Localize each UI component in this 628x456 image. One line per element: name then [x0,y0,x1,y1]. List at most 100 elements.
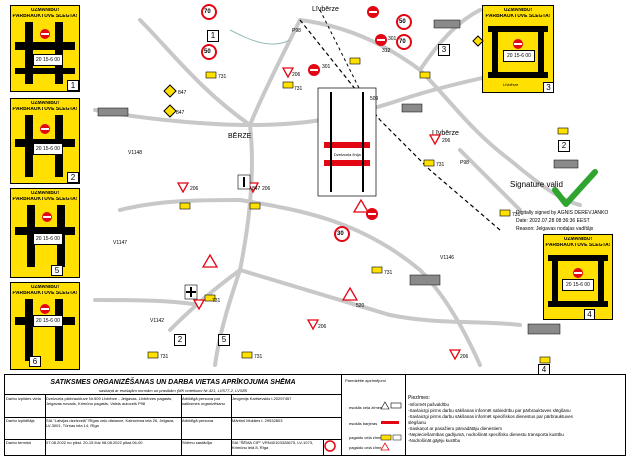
contact-value-3: SIA "ŠĒMA CIP" VRN40103326675, LV-1073, … [231,439,324,456]
detour-panel-4: UZMANĪBU! PĀRBRAUKTUVE SLĒGTA! 20 15-6 0… [543,234,613,320]
speed-value-70b: 70 [399,39,406,45]
map-callout-2b: 2 [558,140,570,152]
contact-value-1: Jevgenijs Kartševskis t.20297457 [231,395,342,418]
row-value-location: Dzelzceļa pārbrauktuve Nr.509 Līvbērze -… [45,395,182,418]
row-label-term: Darbu termiņš [5,439,46,456]
notes-title: Piezīmes: [408,395,430,401]
signature-signed-by: Digitally signed by AGNIS DEREVJANKO [516,210,609,216]
row-value-contractor: SIA "Latvijas dzelzceļš" Rīgas ceļu dist… [45,417,182,440]
panel-6-time-box: 20 15-6 00 [33,315,63,327]
legend-item-existing-barriers: esošās barjeras [349,421,378,426]
sign-code: 206 [442,138,451,144]
roads [93,8,582,367]
sign-code: 847 [252,186,261,192]
panel-number-5: 5 [51,265,63,276]
legend-item-temporary-signs: pagaidu ceļa zīmes [349,435,384,440]
panel-title-line1: UZMANĪBU! [30,101,60,106]
road-label: V1147 [113,240,128,246]
sign-code: 847 [178,90,187,96]
panel-title-line1: UZMANĪBU! [30,8,60,13]
panel-title-line2: PĀRBRAUKTUVE SLĒGTA! [12,197,78,202]
sign-code: 731 [160,354,169,360]
railway-line-2 [319,9,361,91]
sign-code: 731 [512,212,521,218]
sign-code: 206 [262,186,271,192]
contact-label-3: Shēmu sastādīja [181,439,232,456]
sign-code: 731 [212,298,221,304]
sign-code: 206 [292,72,301,78]
speed-value-30: 30 [337,231,344,237]
town-label-livberze-top: Līvbērze [312,6,339,13]
town-label-livberze-right: Līvbērze [432,130,459,137]
railway-line [299,19,501,231]
sign-code: 847 [176,110,185,116]
sign-code: 731 [436,162,445,168]
signature-reason: Reason: Jelgavas nodaļas vadītājs [516,226,594,232]
panel-title-line2: PĀRBRAUKTUVE SLĒGTA! [485,14,551,19]
panel-title-line1: UZMANĪBU! [503,8,533,13]
crossing-label: Dzelzceļa līnija [334,152,361,157]
map-callout-5: 5 [218,334,230,346]
panel-number-6: 6 [29,356,41,367]
legend-item-temporary-sign: pagaidu ceļa zīme [349,445,382,450]
panel-number-3: 3 [543,82,554,93]
map-callout-1: 1 [207,30,219,42]
sign-code: 206 [190,186,199,192]
note-line: -Nepieciešamības gadījumā, nodrošināt sp… [408,432,564,437]
row-label-contractor: Darbu izpildītājs [5,417,46,440]
panel-title-line1: UZMANĪBU! [563,237,593,242]
panel-3-time-box: 20 15-6 00 [503,50,535,62]
panel-title-line1: UZMANĪBU! [30,285,60,290]
detour-panel-1: UZMANĪBU! PĀRBRAUKTUVE SLĒGTA! 20 15-6 0… [10,5,80,92]
panel-title-line1: UZMANĪBU! [30,191,60,196]
panel-4-diagram [548,255,608,307]
contact-label-2: Atbildīgā persona [181,417,232,440]
panel-4-time-box: 20 15-6 00 [562,279,594,291]
note-line: -Savlaicīgi pirms darbu sākšanas informē… [408,414,573,419]
sign-code: 206 [460,354,469,360]
signature-date: Date: 2022.07.28 08:36:36 EEST [516,218,590,224]
panel-number-4: 4 [584,309,595,320]
panel-3-place: Līvbērze [503,82,519,87]
company-logo-icon [324,440,336,452]
note-line: slēgšanu [408,420,427,425]
sign-code: 731 [254,354,263,360]
panel-5-time-box: 20 15-6 00 [33,233,63,245]
note-line: -Savlaicīgi pirms darbu sākšanas informē… [408,408,571,413]
panel-number-1: 1 [67,80,79,91]
panel-number-2: 2 [67,172,79,183]
speed-value-50: 50 [204,49,211,55]
panel-3-diagram [488,26,548,78]
legend-symbols [380,401,402,451]
contact-label-1: Atbildīgā persona par satiksmes organizē… [181,395,232,418]
contact-value-2: Mārtiņš Mukāns t. 29532803 [231,417,342,440]
panel-title-line2: PĀRBRAUKTUVE SLĒGTA! [12,14,78,19]
sign-code: 206 [318,324,327,330]
sign-code: 301 [388,36,397,42]
sign-code: 731 [384,270,393,276]
title-block: SATIKSMES ORGANIZĒŠANAS UN DARBA VIETAS … [4,374,626,456]
speed-value-70: 70 [204,9,211,15]
road-label: V1142 [150,318,165,324]
sign-code: 301 [322,64,331,70]
map-callout-2: 2 [174,334,186,346]
legend-title: Paredzētie apzīmējumi [345,378,386,383]
signature-valid-text: Signature valid [510,180,563,189]
sign-code: 731 [294,86,303,92]
note-line: -Nodrošināt gājēju kustību [408,438,461,443]
scheme-subtitle: saskaņā ar esošajām normām un prasībām (… [99,388,247,393]
detour-panel-3: UZMANĪBU! PĀRBRAUKTUVE SLĒGTA! 20 15-6 0… [482,5,554,93]
town-label-berze: BĒRZE [228,133,252,140]
panel-title-line2: PĀRBRAUKTUVE SLĒGTA! [545,243,611,248]
detour-panel-5: UZMANĪBU! PĀRBRAUKTUVE SLĒGTA! 20 15-6 0… [10,188,80,278]
sign-code: 312 [382,48,391,54]
sign-code: 520 [356,303,365,309]
row-value-term: 07.08.2022 no plkst. 20-15 līdz 08.08.20… [45,439,182,456]
panel-1-time-box: 20 15-6 00 [33,54,63,66]
road-label: P98 [292,28,301,34]
panel-2-time-box: 20 15-6 00 [33,143,63,155]
scheme-title: SATIKSMES ORGANIZĒŠANAS UN DARBA VIETAS … [50,379,296,386]
panel-6-diagram [15,299,75,361]
row-label-location: Darbu izpildes vieta [5,395,46,418]
